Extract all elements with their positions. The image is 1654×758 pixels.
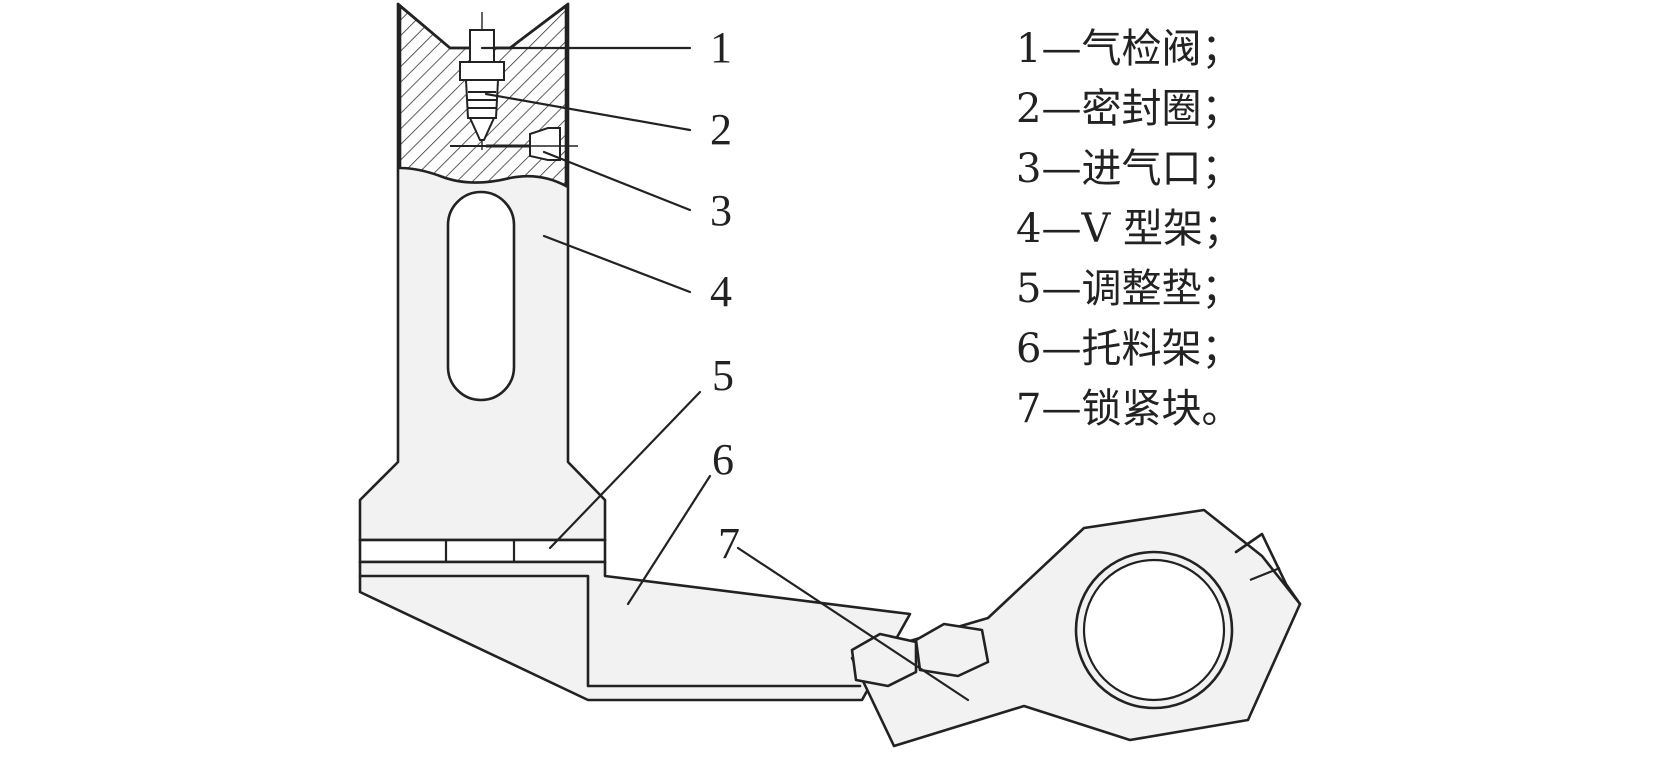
- legend-item-1: 1—气检阀；: [1016, 26, 1241, 72]
- legend-item-7: 7—锁紧块。: [1016, 386, 1241, 432]
- legend-item-3: 3—进气口；: [1016, 146, 1241, 192]
- air-inlet: [486, 127, 578, 161]
- legend-item-4: 4—V 型架；: [1016, 206, 1243, 252]
- callout-3: 3: [710, 186, 732, 235]
- callout-4: 4: [710, 267, 732, 316]
- legend: 1—气检阀； 2—密封圈； 3—进气口； 4—V 型架； 5—调整垫； 6—托料…: [1016, 26, 1243, 432]
- legend-item-5: 5—调整垫；: [1016, 266, 1241, 312]
- callout-2: 2: [710, 105, 732, 154]
- callout-5: 5: [712, 351, 734, 400]
- legend-item-2: 2—密封圈；: [1016, 86, 1241, 132]
- material-support-frame: [358, 560, 912, 702]
- callout-7: 7: [718, 519, 740, 568]
- legend-item-6: 6—托料架；: [1016, 326, 1241, 372]
- callout-6: 6: [712, 435, 734, 484]
- callout-numbers: 1 2 3 4 5 6 7: [710, 23, 740, 568]
- locking-block: [850, 508, 1302, 748]
- adjusting-pad: [358, 538, 607, 564]
- callout-1: 1: [710, 23, 732, 72]
- leader-lines: [480, 46, 970, 702]
- frame-slot: [446, 190, 516, 402]
